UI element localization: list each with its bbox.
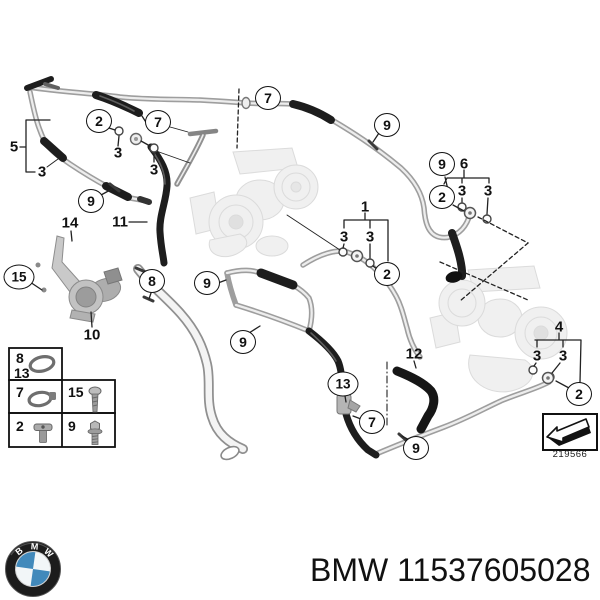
callout-label-3: 3 — [558, 347, 568, 365]
logo-letter-m: M — [30, 541, 38, 551]
legend-cell-bolt-9: 9 — [62, 413, 115, 447]
callout-label-12: 12 — [405, 345, 423, 363]
callout-circle-9: 9 — [429, 152, 455, 176]
callout-label-3: 3 — [483, 182, 493, 200]
callout-label-3: 3 — [457, 182, 467, 200]
legend-cell-screw-15: 15 — [62, 380, 115, 413]
screw-icon — [88, 386, 102, 413]
legend-cell-banjo-2: 2 — [9, 413, 62, 447]
coolant-hose-large — [133, 264, 248, 461]
callout-circle-8: 8 — [139, 269, 165, 293]
callout-circle-9: 9 — [374, 113, 400, 137]
logo-letter-b: B — [14, 545, 26, 557]
bmw-logo: B M W — [5, 541, 61, 597]
rubber-hoses — [24, 76, 466, 459]
legend-table-borders — [8, 347, 116, 448]
legend-cell-clamp-8-13: 8 13 — [9, 348, 62, 380]
callout-circle-2: 2 — [429, 185, 455, 209]
callout-label-3: 3 — [149, 161, 159, 179]
callout-circle-9: 9 — [403, 436, 429, 460]
water-pump — [35, 235, 123, 323]
callout-circle-2: 2 — [566, 382, 592, 406]
legend-label: 7 — [16, 384, 24, 400]
callout-label-14: 14 — [61, 214, 79, 232]
callout-label-5: 5 — [9, 138, 19, 156]
banjo-bolt-icon — [33, 423, 53, 443]
callout-label-6: 6 — [459, 155, 469, 173]
hose-end-cap — [445, 271, 463, 283]
washers-and-fittings — [114, 96, 555, 385]
callout-circle-7: 7 — [145, 110, 171, 134]
turbocharger-right — [429, 265, 568, 393]
callout-label-3: 3 — [532, 347, 542, 365]
hose-fitting-nipple — [347, 399, 361, 413]
part-number-label: BMW 11537605028 — [310, 552, 591, 588]
callout-label-3: 3 — [365, 228, 375, 246]
callout-label-10: 10 — [83, 326, 101, 344]
legend-label: 2 — [16, 418, 24, 434]
direction-arrow-box — [542, 413, 598, 451]
legend-cell-clamp-7: 7 — [9, 380, 62, 413]
hose-clamp-icon — [27, 355, 56, 408]
legend-label: 15 — [68, 384, 84, 400]
legend-label: 8 — [16, 350, 24, 366]
callout-circle-9: 9 — [78, 189, 104, 213]
callout-label-3: 3 — [339, 228, 349, 246]
callout-label-1: 1 — [360, 198, 370, 216]
callout-circle-7: 7 — [255, 86, 281, 110]
callout-circle-15: 15 — [3, 264, 35, 290]
callout-label-11: 11 — [112, 213, 128, 231]
callout-circle-9: 9 — [230, 330, 256, 354]
callout-circle-9: 9 — [194, 271, 220, 295]
callout-circle-13: 13 — [327, 371, 359, 397]
callout-label-3: 3 — [37, 163, 47, 181]
diagram-reference-code: 219566 — [552, 449, 588, 460]
legend-label: 9 — [68, 418, 76, 434]
turbocharger-left — [189, 147, 319, 258]
callout-circle-2: 2 — [374, 262, 400, 286]
hex-bolt-icon — [87, 420, 103, 445]
callout-circle-2: 2 — [86, 109, 112, 133]
callout-circle-7: 7 — [359, 410, 385, 434]
callout-label-3: 3 — [113, 144, 123, 162]
legend-label: 13 — [14, 365, 30, 381]
exploded-parts-artwork — [8, 76, 598, 461]
callout-label-4: 4 — [554, 318, 564, 336]
